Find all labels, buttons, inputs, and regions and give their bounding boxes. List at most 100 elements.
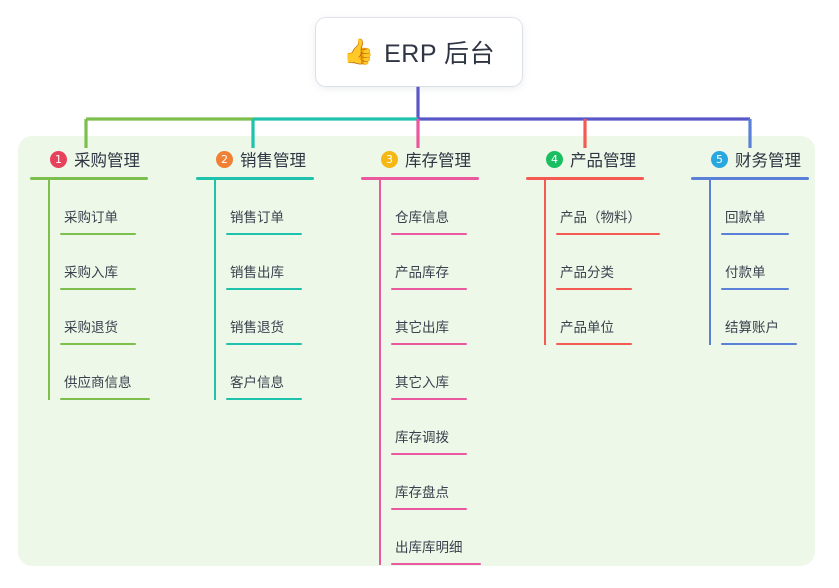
branch-item[interactable]: 采购订单 (60, 180, 148, 235)
branch-item-label: 销售退货 (230, 320, 284, 335)
branch-spine (214, 180, 216, 400)
branch-item-label: 结算账户 (725, 320, 779, 335)
branch-item-list: 产品（物料） 产品分类产品单位 (526, 180, 660, 345)
branch-item[interactable]: 其它入库 (391, 345, 479, 400)
branch-title: 采购管理 (74, 152, 140, 170)
branch-item-rule (391, 453, 467, 455)
branch-header-1[interactable]: 1 采购管理 (30, 146, 148, 172)
branch-item-rule (721, 343, 797, 345)
branch-item[interactable]: 库存调拨 (391, 400, 479, 455)
branch-item[interactable]: 采购入库 (60, 235, 148, 290)
branch-item-rule (391, 233, 467, 235)
branch-header-rule (526, 177, 644, 180)
branch-item-rule (721, 233, 789, 235)
branch-item-label: 客户信息 (230, 375, 284, 390)
branch-item-label: 付款单 (725, 265, 766, 280)
branch-item-label: 产品单位 (560, 320, 614, 335)
branch-item-list: 回款单付款单结算账户 (691, 180, 809, 345)
branch-item-rule (226, 233, 302, 235)
branch-item[interactable]: 产品分类 (556, 235, 644, 290)
branch-item-label: 销售出库 (230, 265, 284, 280)
branch-item-rule (556, 288, 632, 290)
branch-item[interactable]: 其它出库 (391, 290, 479, 345)
branch-item[interactable]: 供应商信息 (60, 345, 150, 400)
branch-item-rule (391, 398, 467, 400)
branch-title: 库存管理 (405, 152, 471, 170)
branch-item-label: 产品库存 (395, 265, 449, 280)
branch-item-label: 回款单 (725, 210, 766, 225)
branch-item[interactable]: 回款单 (721, 180, 809, 235)
branch-item[interactable]: 产品库存 (391, 235, 479, 290)
branch-item-rule (60, 398, 150, 400)
branch-item-list: 销售订单销售出库销售退货客户信息 (196, 180, 314, 400)
branch-item-label: 仓库信息 (395, 210, 449, 225)
branch-item-rule (226, 398, 302, 400)
branch-item[interactable]: 产品单位 (556, 290, 644, 345)
branch-title: 财务管理 (735, 152, 801, 170)
branch-item-rule (60, 233, 136, 235)
branch-item-rule (391, 563, 481, 565)
branch-item-label: 其它入库 (395, 375, 449, 390)
branch-item[interactable]: 采购退货 (60, 290, 148, 345)
branch-item-label: 产品（物料） (560, 210, 641, 225)
branch-number-badge: 5 (711, 150, 728, 168)
branch-column-4: 4 产品管理产品（物料） 产品分类产品单位 (526, 146, 660, 345)
branch-item-rule (556, 343, 632, 345)
branches-panel (18, 136, 815, 566)
branch-item-label: 出库库明细 (395, 540, 463, 555)
branch-header-4[interactable]: 4 产品管理 (526, 146, 644, 172)
thumbs-up-icon: 👍 (342, 37, 375, 66)
branch-item[interactable]: 销售订单 (226, 180, 314, 235)
branch-item[interactable]: 结算账户 (721, 290, 809, 345)
branch-item-label: 销售订单 (230, 210, 284, 225)
root-node-title: ERP 后台 (384, 40, 496, 68)
branch-header-3[interactable]: 3 库存管理 (361, 146, 479, 172)
branch-item[interactable]: 仓库信息 (391, 180, 479, 235)
branch-item-rule (226, 343, 302, 345)
root-node[interactable]: 👍 ERP 后台 (316, 18, 522, 86)
branch-item-label: 采购退货 (64, 320, 118, 335)
branch-header-rule (691, 177, 809, 180)
branch-item-rule (226, 288, 302, 290)
branch-number-badge: 1 (50, 150, 67, 168)
branch-item-rule (60, 288, 136, 290)
branch-column-5: 5 财务管理回款单付款单结算账户 (691, 146, 809, 345)
branch-item-label: 产品分类 (560, 265, 614, 280)
branch-item-rule (391, 508, 467, 510)
branch-item-rule (721, 288, 789, 290)
branch-item[interactable]: 销售退货 (226, 290, 314, 345)
branch-column-3: 3 库存管理仓库信息产品库存其它出库其它入库库存调拨库存盘点出库库明细 (361, 146, 481, 565)
branch-column-1: 1 采购管理采购订单采购入库采购退货供应商信息 (30, 146, 150, 400)
branch-item-label: 采购订单 (64, 210, 118, 225)
branch-item[interactable]: 付款单 (721, 235, 809, 290)
branch-item-rule (556, 233, 660, 235)
branch-item-label: 库存盘点 (395, 485, 449, 500)
branch-item-label: 其它出库 (395, 320, 449, 335)
branch-item[interactable]: 销售出库 (226, 235, 314, 290)
branch-item[interactable]: 库存盘点 (391, 455, 479, 510)
branch-item[interactable]: 产品（物料） (556, 180, 660, 235)
branch-item-label: 采购入库 (64, 265, 118, 280)
branch-spine (544, 180, 546, 345)
branch-item[interactable]: 出库库明细 (391, 510, 481, 565)
branch-number-badge: 2 (216, 150, 233, 168)
branch-item-list: 仓库信息产品库存其它出库其它入库库存调拨库存盘点出库库明细 (361, 180, 481, 565)
branch-item-label: 供应商信息 (64, 375, 132, 390)
branch-title: 产品管理 (570, 152, 636, 170)
branch-spine (48, 180, 50, 400)
branch-item[interactable]: 客户信息 (226, 345, 314, 400)
branch-header-rule (30, 177, 148, 180)
branch-item-list: 采购订单采购入库采购退货供应商信息 (30, 180, 150, 400)
branch-number-badge: 3 (381, 150, 398, 168)
branch-number-badge: 4 (546, 150, 563, 168)
branch-item-label: 库存调拨 (395, 430, 449, 445)
branch-header-5[interactable]: 5 财务管理 (691, 146, 809, 172)
branch-header-rule (361, 177, 479, 180)
branch-item-rule (391, 288, 467, 290)
branch-item-rule (60, 343, 136, 345)
branch-item-rule (391, 343, 467, 345)
branch-spine (379, 180, 381, 565)
